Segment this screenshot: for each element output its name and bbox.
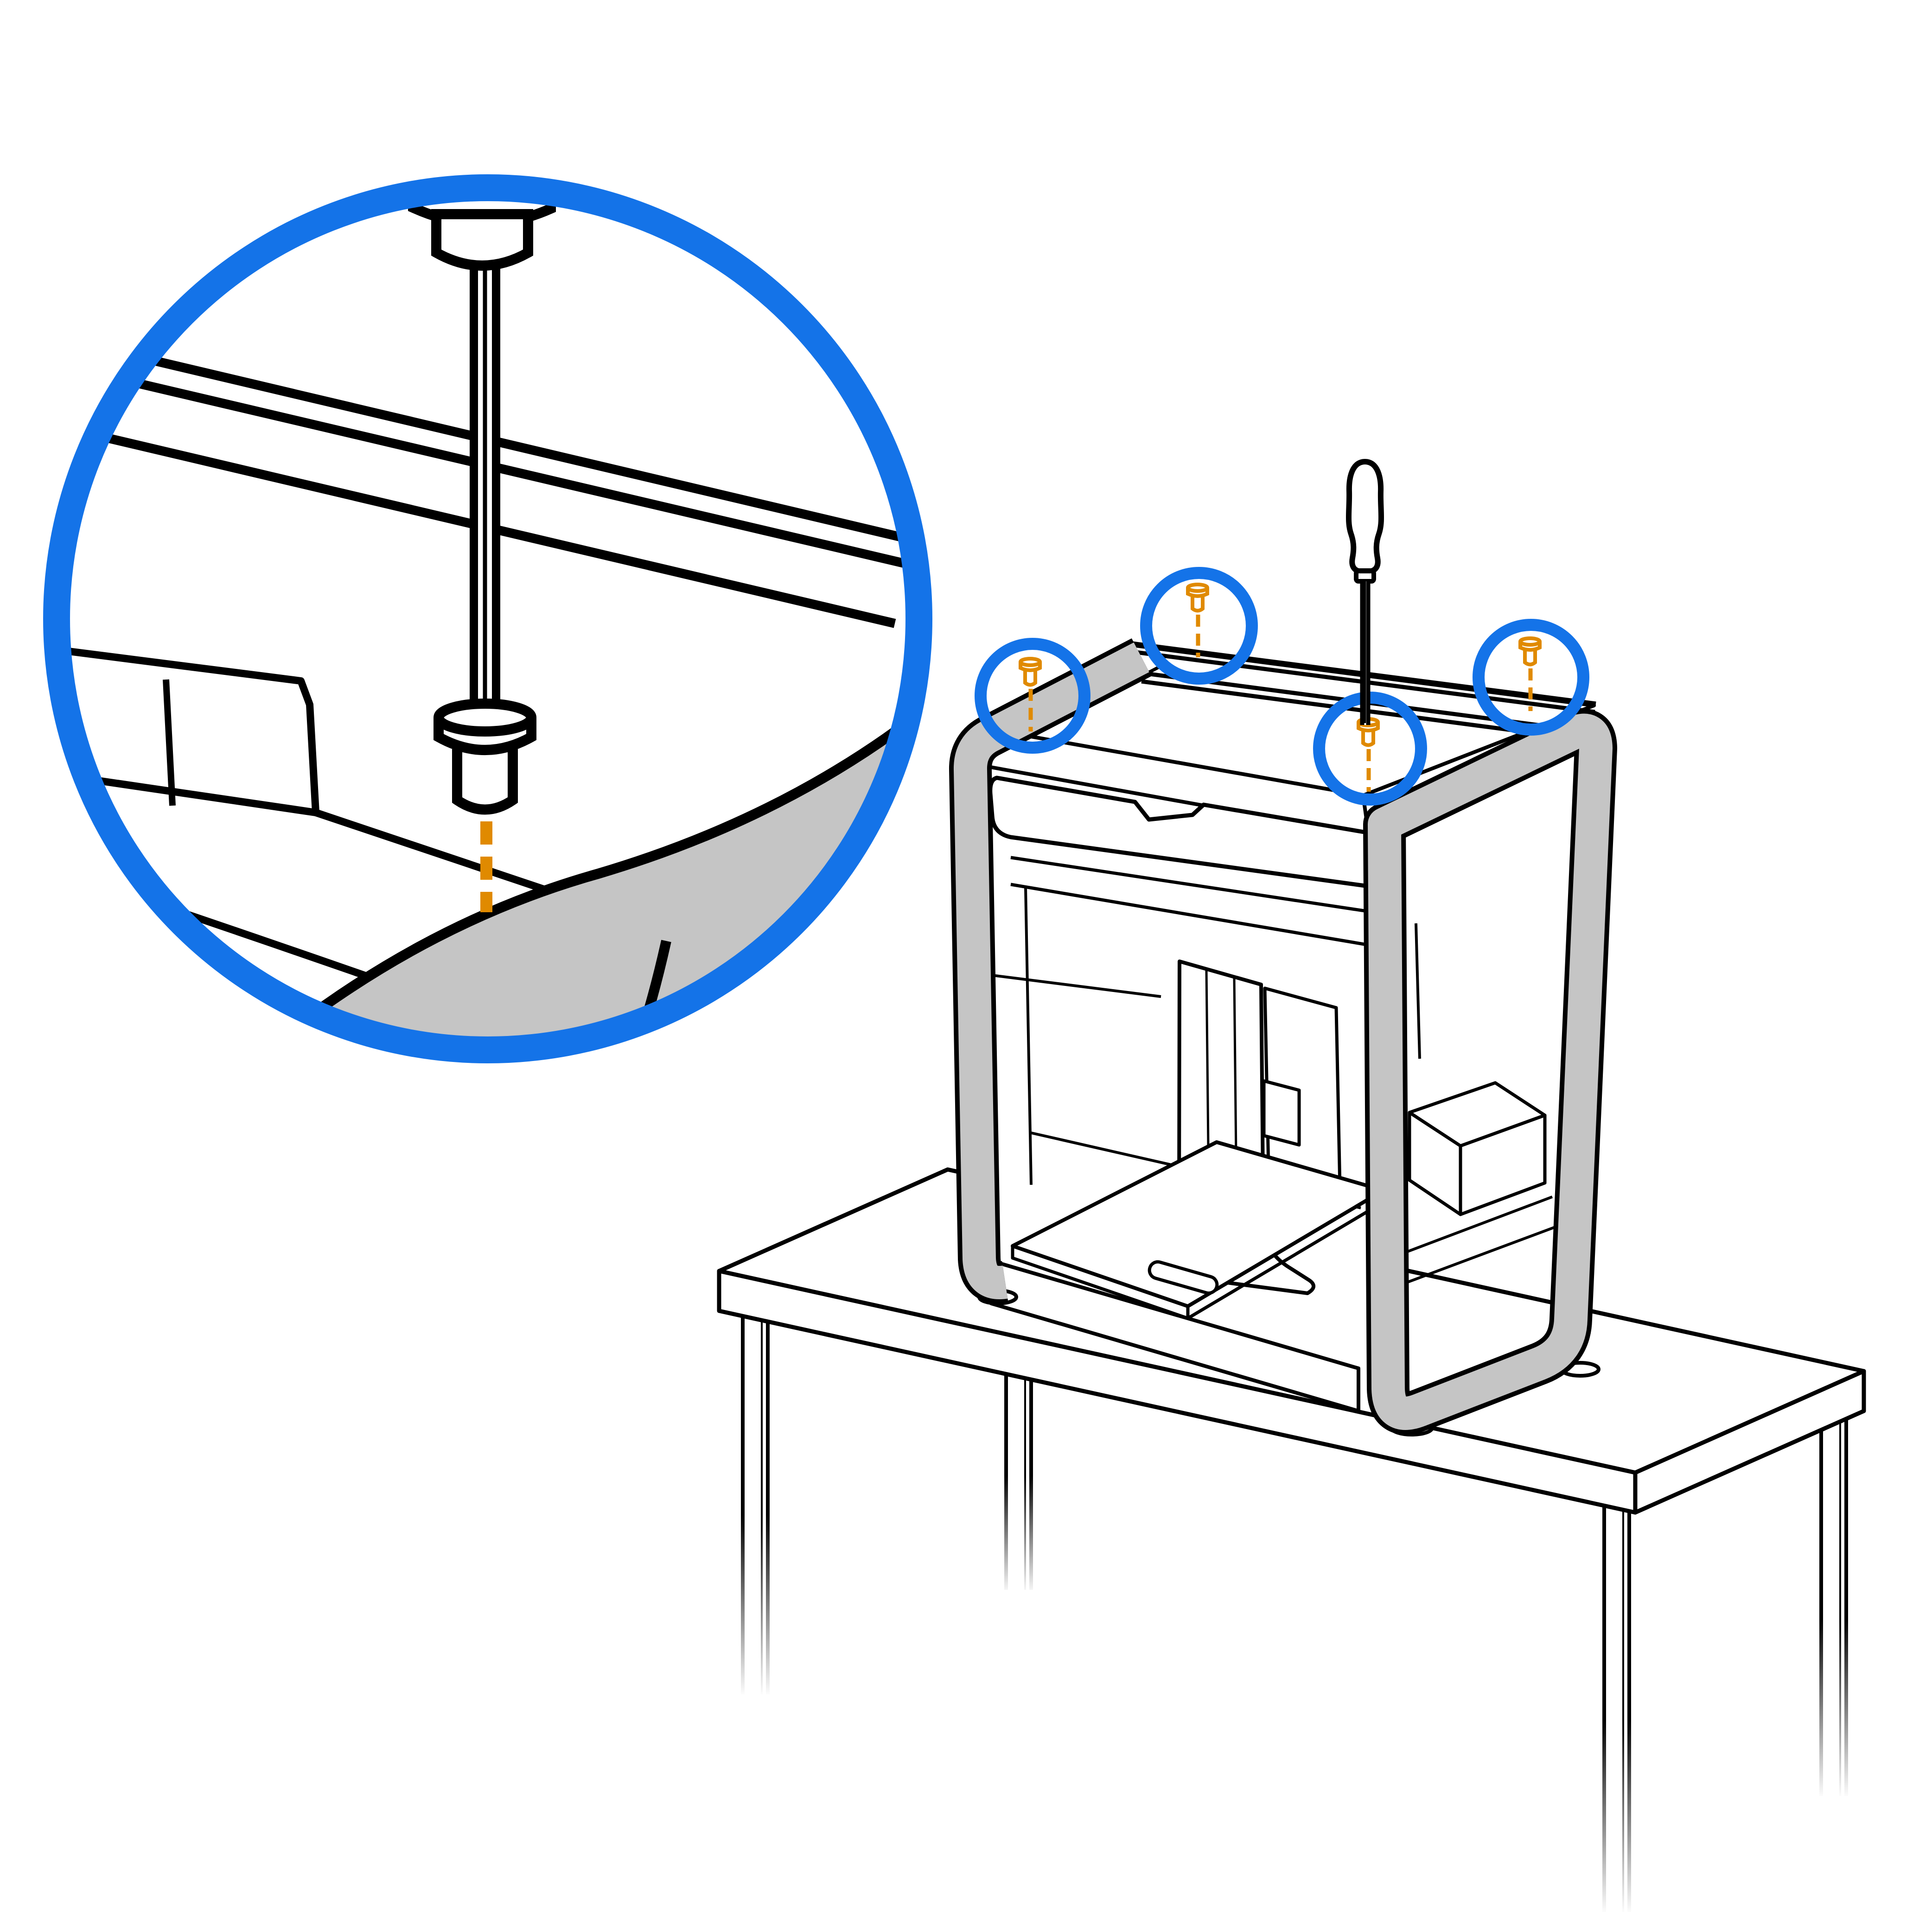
printer-right-frame bbox=[1363, 709, 1617, 1435]
printer-carriage-bracket bbox=[1262, 1079, 1301, 1147]
screw-marker-4 bbox=[1473, 619, 1589, 736]
table-leg-front bbox=[1602, 1483, 1631, 1912]
callout-ferrule bbox=[431, 209, 533, 271]
screw-icon bbox=[1188, 585, 1207, 657]
printer-power-box bbox=[1408, 1081, 1547, 1216]
table-leg-right bbox=[1819, 1400, 1848, 1796]
screwdriver bbox=[1345, 458, 1384, 725]
highlight-circle bbox=[975, 638, 1090, 754]
printer-base-lines-right-window bbox=[1407, 1195, 1555, 1284]
callout-border-circle bbox=[43, 174, 932, 1063]
screwdriver-handle bbox=[1345, 458, 1384, 574]
printer-left-frame bbox=[949, 638, 1152, 1304]
screw-marker-2 bbox=[1140, 567, 1258, 685]
printer-door-seam bbox=[1010, 856, 1368, 913]
detail-callout bbox=[43, 174, 932, 1063]
detail-callout-content bbox=[57, 189, 918, 1049]
table-edge-front-right bbox=[1633, 1369, 1866, 1515]
screwdriver-shaft bbox=[1360, 581, 1371, 725]
printer-plate-finger-slot bbox=[1148, 1260, 1219, 1295]
callout-screw bbox=[434, 699, 536, 912]
printer bbox=[949, 638, 1617, 1436]
highlight-circle bbox=[1473, 619, 1589, 736]
screwdriver-ferrule bbox=[1354, 569, 1376, 584]
table-leg-left bbox=[741, 1296, 770, 1694]
callout-lip-block-edge bbox=[163, 679, 176, 806]
highlight-circle bbox=[1140, 567, 1258, 685]
screw-marker-1 bbox=[975, 638, 1090, 754]
